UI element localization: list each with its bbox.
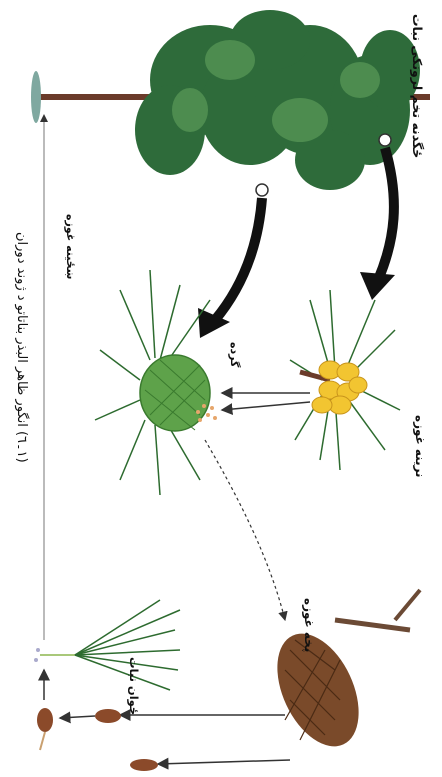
mature-female-cone-label: پخه غوزه [302, 598, 316, 652]
male-cone-illustration [290, 290, 400, 470]
mature-tree-label: ځگدنه تخم لرونکی نبات [410, 14, 425, 158]
seed-1 [95, 709, 121, 723]
seed-2 [130, 759, 158, 771]
figure-caption: (۱۔٦) انگور ظاهر البذر بناتاتو د ژوند دو… [14, 232, 29, 463]
seedling-label: ځوان نبات [127, 657, 141, 715]
mature-tree [31, 10, 430, 190]
seed-arrow-2 [158, 760, 290, 764]
female-cone-label: ښځینه غوزه [64, 214, 77, 279]
arrow-to-female-cone [215, 198, 262, 320]
male-cone-label: نرینه غوزه [413, 415, 427, 478]
dashed-arrow-to-mature-cone [205, 440, 285, 620]
pollen-label: گرده [228, 342, 241, 367]
seed-arrow-3 [60, 716, 95, 718]
pollen-arrow-2 [222, 402, 310, 410]
male-cone-marker [379, 134, 391, 146]
seedling-illustration [34, 600, 180, 690]
mature-cone-illustration [261, 590, 420, 759]
female-cone-illustration [95, 270, 217, 495]
germinating-seed [37, 708, 53, 750]
female-cone-marker [256, 184, 268, 196]
arrow-to-male-cone [378, 148, 394, 280]
